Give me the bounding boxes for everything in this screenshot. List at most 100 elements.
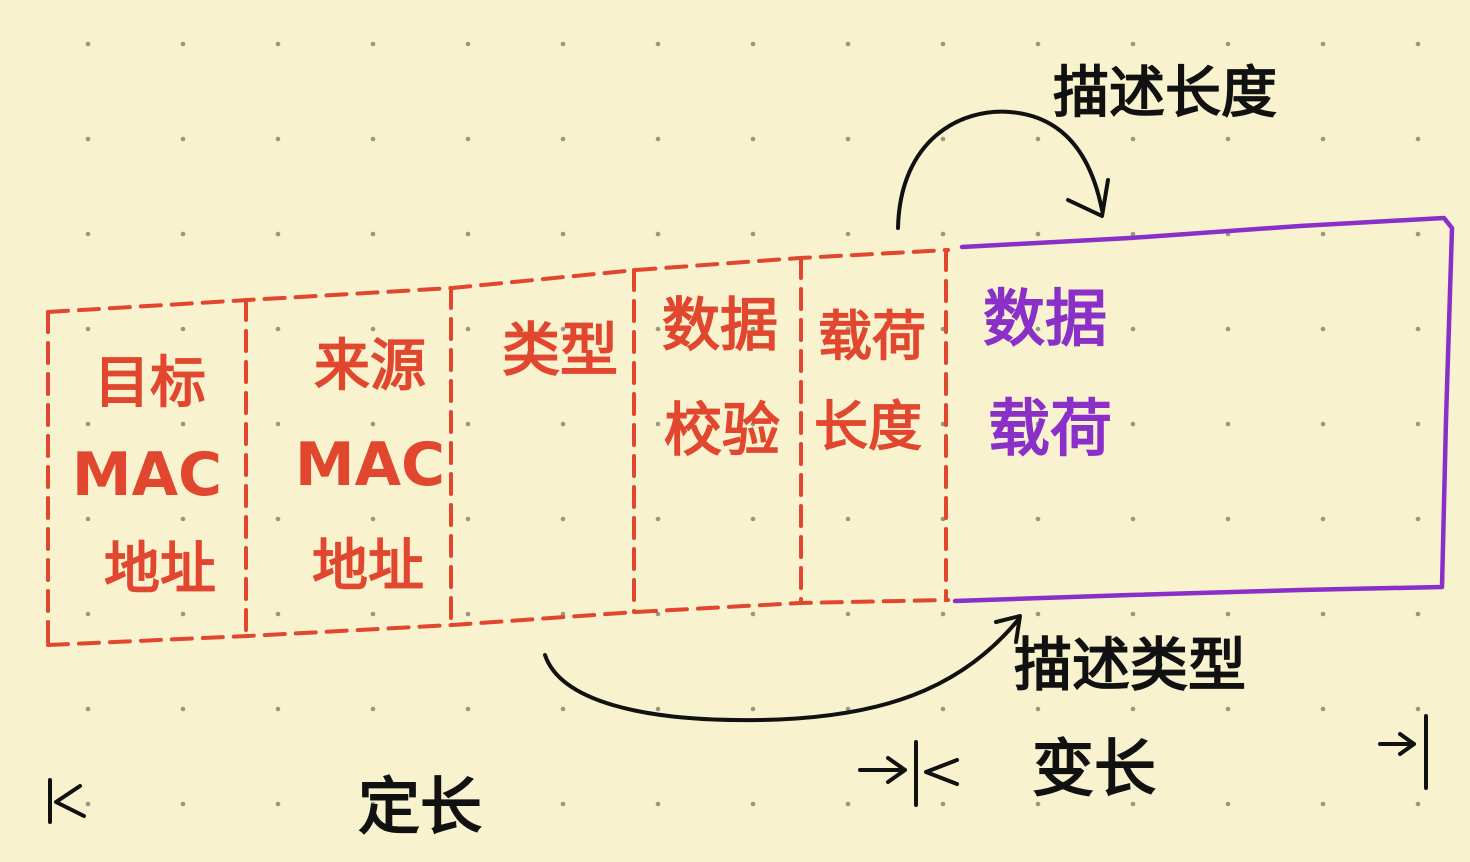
fixed-fields-bottom-edge	[46, 598, 950, 647]
fixed-fields-top-edge	[46, 248, 950, 314]
grid-dot	[180, 516, 186, 522]
variable-end-marker	[1378, 714, 1428, 790]
grid-dot	[1130, 421, 1136, 427]
grid-dot	[180, 801, 186, 807]
grid-dot	[1225, 516, 1231, 522]
grid-dot	[1225, 801, 1231, 807]
grid-dot	[1035, 516, 1041, 522]
grid-dot	[750, 326, 756, 332]
grid-dot	[1225, 421, 1231, 427]
grid-dot	[1320, 231, 1326, 237]
grid-dot	[1035, 41, 1041, 47]
grid-dot	[845, 326, 851, 332]
grid-dot	[1130, 801, 1136, 807]
grid-dot	[1130, 611, 1136, 617]
grid-dot	[655, 136, 661, 142]
grid-dot	[1415, 421, 1421, 427]
grid-dot	[85, 421, 91, 427]
describe-length-annotation: 描述长度	[896, 61, 1277, 230]
grid-dot	[465, 516, 471, 522]
grid-dot	[655, 516, 661, 522]
grid-dot	[180, 136, 186, 142]
grid-dot	[560, 611, 566, 617]
grid-dot	[845, 231, 851, 237]
grid-dot	[1225, 706, 1231, 712]
grid-dot	[1320, 421, 1326, 427]
grid-dot	[275, 41, 281, 47]
grid-dot	[1225, 326, 1231, 332]
grid-dot	[845, 421, 851, 427]
grid-dot	[750, 516, 756, 522]
fixed-length-fields	[46, 248, 950, 647]
grid-dot	[85, 611, 91, 617]
grid-dot	[85, 326, 91, 332]
grid-dot	[1035, 421, 1041, 427]
payload-label-line2: 载荷	[988, 392, 1112, 465]
grid-dot	[275, 516, 281, 522]
grid-dot	[180, 706, 186, 712]
grid-dot	[1130, 41, 1136, 47]
grid-dot	[1320, 801, 1326, 807]
grid-dot	[1415, 516, 1421, 522]
grid-dot	[465, 136, 471, 142]
field-source-mac-line2: MAC	[295, 430, 445, 500]
grid-dot	[370, 41, 376, 47]
grid-dot	[560, 326, 566, 332]
field-payload-length-line2: 长度	[814, 395, 922, 458]
field-destination-mac-line2: MAC	[72, 440, 222, 510]
grid-dot	[1035, 136, 1041, 142]
grid-dot	[1130, 706, 1136, 712]
grid-dot	[1320, 326, 1326, 332]
grid-dot	[655, 706, 661, 712]
grid-dot	[750, 801, 756, 807]
grid-dot	[1035, 231, 1041, 237]
grid-dot	[750, 706, 756, 712]
grid-dot	[845, 516, 851, 522]
grid-dot	[845, 41, 851, 47]
grid-dot	[1225, 136, 1231, 142]
grid-dot	[655, 421, 661, 427]
grid-dot	[750, 421, 756, 427]
grid-dot	[370, 516, 376, 522]
grid-dot	[85, 231, 91, 237]
describe-type-arrow	[543, 618, 1020, 723]
field-type-line1: 类型	[502, 316, 618, 384]
grid-dot	[750, 41, 756, 47]
grid-dot	[180, 421, 186, 427]
grid-dot	[465, 421, 471, 427]
field-payload-length: 载荷 长度	[814, 305, 926, 458]
grid-dot	[1035, 326, 1041, 332]
grid-dot	[465, 326, 471, 332]
fixed-length-label: 定长	[358, 770, 482, 843]
field-source-mac: 来源 MAC 地址	[295, 334, 445, 599]
grid-dot	[180, 611, 186, 617]
grid-dot	[655, 231, 661, 237]
grid-dot	[465, 706, 471, 712]
grid-dot	[1415, 326, 1421, 332]
dot-grid	[85, 41, 1421, 807]
grid-dot	[1320, 516, 1326, 522]
grid-dot	[1415, 136, 1421, 142]
describe-length-arrowhead	[1066, 178, 1110, 218]
grid-dot	[275, 326, 281, 332]
grid-dot	[940, 801, 946, 807]
grid-dot	[1035, 706, 1041, 712]
field-checksum: 数据 校验	[662, 291, 780, 464]
grid-dot	[180, 231, 186, 237]
payload-label-line1: 数据	[983, 282, 1107, 355]
grid-dot	[465, 41, 471, 47]
grid-dot	[370, 706, 376, 712]
grid-dot	[1035, 801, 1041, 807]
grid-dot	[370, 326, 376, 332]
describe-length-label: 描述长度	[1053, 61, 1277, 126]
grid-dot	[1225, 41, 1231, 47]
grid-dot	[370, 801, 376, 807]
grid-dot	[1130, 231, 1136, 237]
grid-dot	[370, 136, 376, 142]
field-payload-length-line1: 载荷	[818, 305, 926, 368]
field-type: 类型	[502, 316, 618, 384]
grid-dot	[275, 231, 281, 237]
grid-dot	[560, 421, 566, 427]
grid-dot	[655, 41, 661, 47]
